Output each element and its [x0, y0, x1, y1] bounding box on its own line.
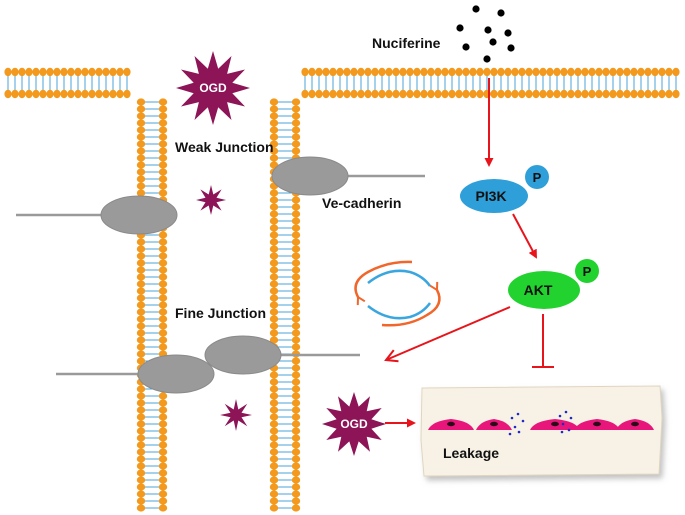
inhibition-akt-leakage [532, 314, 554, 368]
ogd-star-bottom: OGD [322, 392, 386, 456]
cycle-icon [354, 260, 441, 327]
membrane-bilayer-horizontal [4, 67, 131, 99]
weak-junction-label: Weak Junction [175, 139, 274, 155]
ve-cadherin-weak [16, 156, 425, 235]
ve-cadherin-label: Ve-cadherin [322, 195, 401, 211]
ogd-label-bottom: OGD [340, 417, 368, 431]
membrane-bilayer-vertical [136, 98, 168, 512]
ogd-label-top: OGD [199, 81, 227, 95]
ogd-small-star [196, 185, 226, 215]
akt-label: AKT [524, 282, 553, 298]
endothelial-cell-layer [428, 419, 654, 430]
nuciferine-label: Nuciferine [372, 35, 441, 51]
fine-junction-label: Fine Junction [175, 305, 266, 321]
akt-phospho-label: P [583, 264, 592, 279]
ve-cadherin-fine [56, 335, 360, 394]
leakage-panel: Leakage [420, 385, 663, 477]
leakage-dots [508, 410, 573, 436]
pi3k-node: PI3K P [460, 165, 549, 213]
nuciferine-molecules [456, 5, 515, 63]
pi3k-label: PI3K [475, 188, 506, 204]
arrow-to-akt [512, 213, 537, 259]
leakage-label: Leakage [443, 445, 499, 461]
ogd-small-star [220, 399, 252, 431]
membrane-bilayer-horizontal [301, 67, 680, 99]
arrow-akt-to-junction [386, 306, 511, 360]
akt-node: AKT P [508, 259, 599, 309]
pi3k-phospho-label: P [533, 170, 542, 185]
cell-membranes [4, 67, 680, 512]
ogd-star-top: OGD [176, 51, 250, 125]
